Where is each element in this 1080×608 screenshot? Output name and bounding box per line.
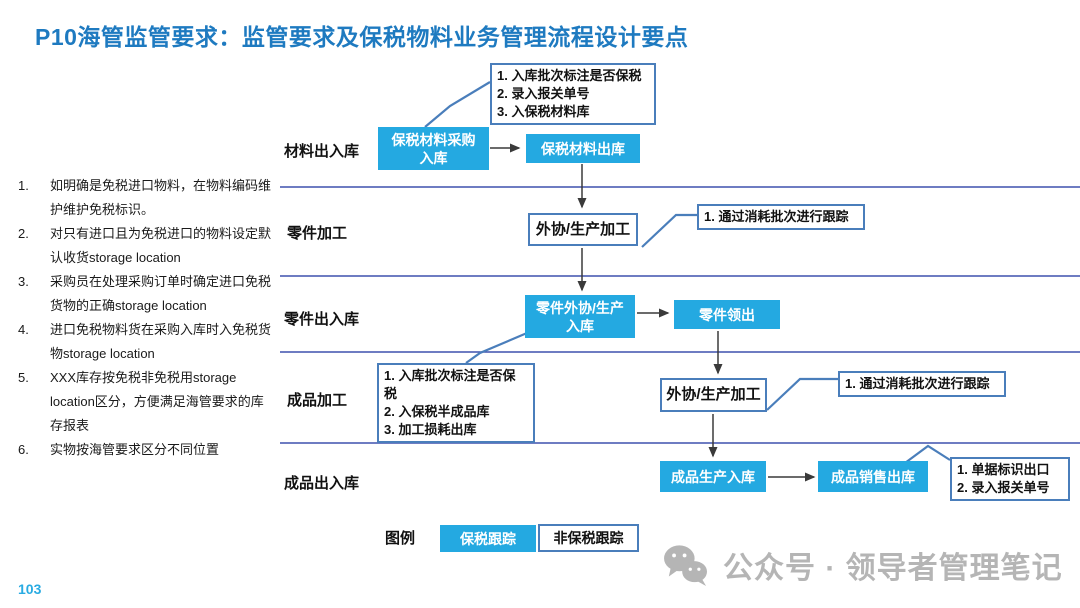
callout-fg-process: 1. 入库批次标注是否保税 2. 入保税半成品库 3. 加工损耗出库: [377, 363, 535, 443]
process-box-fg-out: 成品销售出库: [818, 461, 928, 492]
callout-line: 1. 通过消耗批次进行跟踪: [845, 376, 990, 391]
notes-list: 1. 如明确是免税进口物料，在物料编码维护维护免税标识。 2. 对只有进口且为免税进…: [18, 174, 274, 462]
process-box-label: 入库: [419, 149, 448, 166]
note-text: 进口免税物料货在采购入库时入免税货物storage location: [50, 322, 272, 361]
process-box-label: 成品生产入库: [671, 468, 755, 485]
process-box-bonded-material-out: 保税材料出库: [526, 134, 640, 163]
note-item: 3. 采购员在处理采购订单时确定进口免税货物的正确storage location: [18, 270, 274, 318]
callout-line: 1. 入库批次标注是否保税: [497, 68, 642, 83]
callout-material-in: 1. 入库批次标注是否保税 2. 录入报关单号 3. 入保税材料库: [490, 63, 656, 125]
stage-label-part-processing: 零件加工: [287, 225, 348, 242]
watermark: 公众号 · 领导者管理笔记: [663, 543, 1063, 587]
note-number: 1.: [18, 178, 29, 193]
process-box-label: 保税材料采购: [391, 131, 476, 148]
callout-line: 1. 单据标识出口: [957, 462, 1050, 477]
callout-part-track: 1. 通过消耗批次进行跟踪: [697, 204, 865, 230]
page-title: P10海管监管要求：监管要求及保税物料业务管理流程设计要点: [35, 24, 689, 50]
process-box-outsourcing-2: 外协/生产加工: [660, 378, 767, 412]
note-number: 4.: [18, 322, 29, 337]
callout-line: 2. 入保税半成品库: [384, 404, 490, 419]
process-box-label: 成品销售出库: [831, 468, 915, 485]
stage-label-material-io: 材料出入库: [284, 143, 360, 160]
note-text: 如明确是免税进口物料，在物料编码维护维护免税标识。: [50, 178, 272, 217]
legend-bonded-tracking: 保税跟踪: [440, 525, 536, 552]
stage-label-part-io: 零件出入库: [284, 311, 360, 328]
note-number: 5.: [18, 370, 29, 385]
wechat-icon: [664, 545, 707, 586]
stage-label-fg-processing: 成品加工: [287, 392, 348, 409]
callout-line: 2. 录入报关单号: [957, 480, 1050, 495]
callout-fg-export: 1. 单据标识出口 2. 录入报关单号: [950, 457, 1070, 501]
process-box-label: 外协/生产加工: [535, 220, 631, 238]
note-number: 2.: [18, 226, 29, 241]
note-item: 5. XXX库存按免税非免税用storage location区分，方便满足海管要…: [18, 366, 274, 438]
page-number: 103: [18, 581, 42, 597]
callout-connector-material-in: [424, 81, 491, 128]
note-number: 3.: [18, 274, 29, 289]
watermark-text: 公众号 · 领导者管理笔记: [723, 552, 1063, 585]
callout-line: 2. 录入报关单号: [497, 86, 590, 101]
callout-connector-fg-process: [465, 331, 528, 364]
process-box-bonded-material-in: 保税材料采购 入库: [378, 127, 489, 170]
note-number: 6.: [18, 442, 29, 457]
process-box-part-out: 零件领出: [674, 300, 780, 329]
process-box-label: 零件外协/生产: [536, 299, 624, 316]
note-item: 6. 实物按海管要求区分不同位置: [18, 438, 274, 462]
callout-line: 3. 入保税材料库: [497, 104, 590, 119]
note-item: 1. 如明确是免税进口物料，在物料编码维护维护免税标识。: [18, 174, 274, 222]
callout-line: 3. 加工损耗出库: [384, 422, 477, 437]
process-box-label: 入库: [566, 317, 594, 334]
legend-label: 图例: [385, 530, 416, 547]
callout-connector-fg-export: [904, 444, 951, 464]
callout-line: 1. 入库批次标注是否保税: [384, 368, 516, 401]
process-box-part-in: 零件外协/生产 入库: [525, 295, 635, 338]
callout-fg-track: 1. 通过消耗批次进行跟踪: [838, 371, 1006, 397]
note-item: 2. 对只有进口且为免税进口的物料设定默认收货storage location: [18, 222, 274, 270]
callout-connector-part-track: [641, 213, 697, 248]
note-text: 对只有进口且为免税进口的物料设定默认收货storage location: [50, 226, 272, 265]
note-item: 4. 进口免税物料货在采购入库时入免税货物storage location: [18, 318, 274, 366]
note-text: 实物按海管要求区分不同位置: [50, 442, 220, 457]
process-box-label: 外协/生产加工: [666, 386, 761, 403]
callout-connector-fg-track: [766, 377, 838, 411]
process-box-label: 零件领出: [699, 306, 755, 323]
process-box-label: 保税材料出库: [541, 140, 625, 157]
process-box-outsourcing-1: 外协/生产加工: [528, 213, 638, 246]
note-text: 采购员在处理采购订单时确定进口免税货物的正确storage location: [50, 274, 272, 313]
process-box-fg-in: 成品生产入库: [660, 461, 766, 492]
legend-non-bonded-tracking: 非保税跟踪: [538, 524, 639, 552]
stage-label-fg-io: 成品出入库: [284, 475, 360, 492]
callout-line: 1. 通过消耗批次进行跟踪: [704, 209, 849, 224]
note-text: XXX库存按免税非免税用storage location区分，方便满足海管要求的…: [50, 370, 264, 433]
